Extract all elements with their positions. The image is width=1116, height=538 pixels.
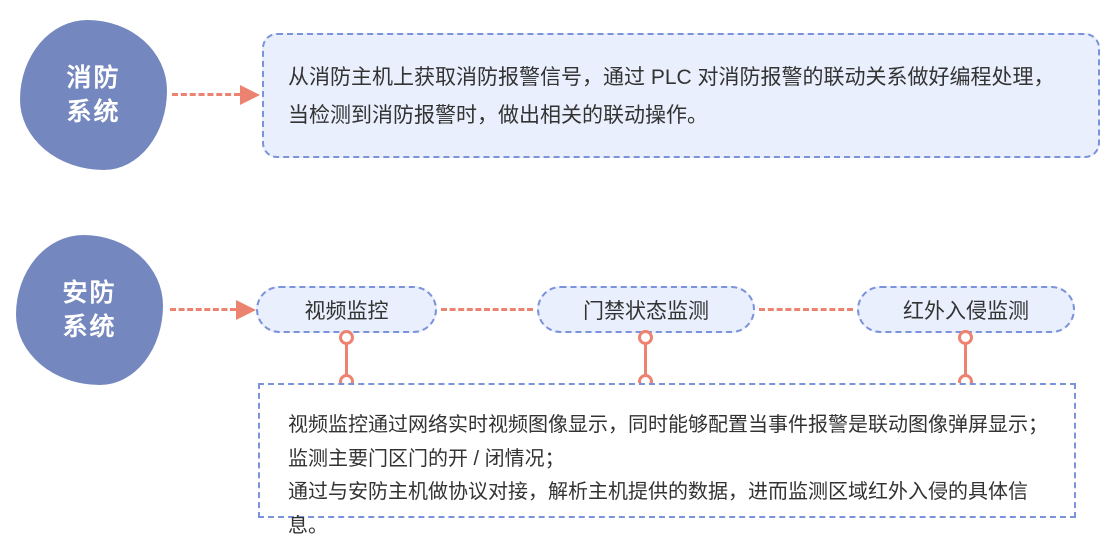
security-description-box: 视频监控通过网络实时视频图像显示，同时能够配置当事件报警是联动图像弹屏显示； 监…: [258, 383, 1076, 537]
pill-access-control-status: 门禁状态监测: [537, 286, 755, 333]
fire-description-line2: 当检测到消防报警时，做出相关的联动操作。: [288, 104, 708, 127]
connector3-line: [964, 343, 967, 376]
security-system-node-label-line1: 安防: [62, 279, 117, 307]
pill2-pill3-dashed-link: [759, 308, 853, 311]
pill1-pill2-dashed-link: [441, 308, 533, 311]
fire-system-node-label-line2: 系统: [66, 98, 121, 126]
pill-access-control-status-label: 门禁状态监测: [583, 299, 709, 323]
fire-system-node-label-line1: 消防: [66, 64, 121, 92]
fire-arrow-dashed-line: [172, 93, 240, 96]
security-description-line2: 监测主要门区门的开 / 闭情况；: [288, 447, 565, 470]
fire-system-node: 消防 系统: [20, 20, 167, 170]
security-system-node-label-line2: 系统: [62, 313, 117, 341]
security-description-line1: 视频监控通过网络实时视频图像显示，同时能够配置当事件报警是联动图像弹屏显示；: [288, 414, 1048, 436]
security-description-line3: 通过与安防主机做协议对接，解析主机提供的数据，进而监测区域红外入侵的具体信息。: [288, 481, 1028, 537]
fire-description-line1: 从消防主机上获取消防报警信号，通过 PLC 对消防报警的联动关系做好编程处理，: [288, 66, 1055, 89]
security-arrow-dashed-line: [170, 308, 236, 311]
pill-video-surveillance-label: 视频监控: [304, 299, 389, 323]
connector2-line: [644, 343, 647, 376]
security-system-node: 安防 系统: [16, 235, 163, 385]
connector1-line: [345, 343, 348, 376]
fire-arrow-head-icon: [240, 85, 260, 105]
fire-description-box: 从消防主机上获取消防报警信号，通过 PLC 对消防报警的联动关系做好编程处理， …: [262, 33, 1100, 158]
pill-video-surveillance: 视频监控: [256, 286, 437, 333]
pill-infrared-intrusion-label: 红外入侵监测: [903, 299, 1029, 323]
pill-infrared-intrusion: 红外入侵监测: [857, 286, 1075, 333]
security-arrow-head-icon: [236, 300, 256, 320]
